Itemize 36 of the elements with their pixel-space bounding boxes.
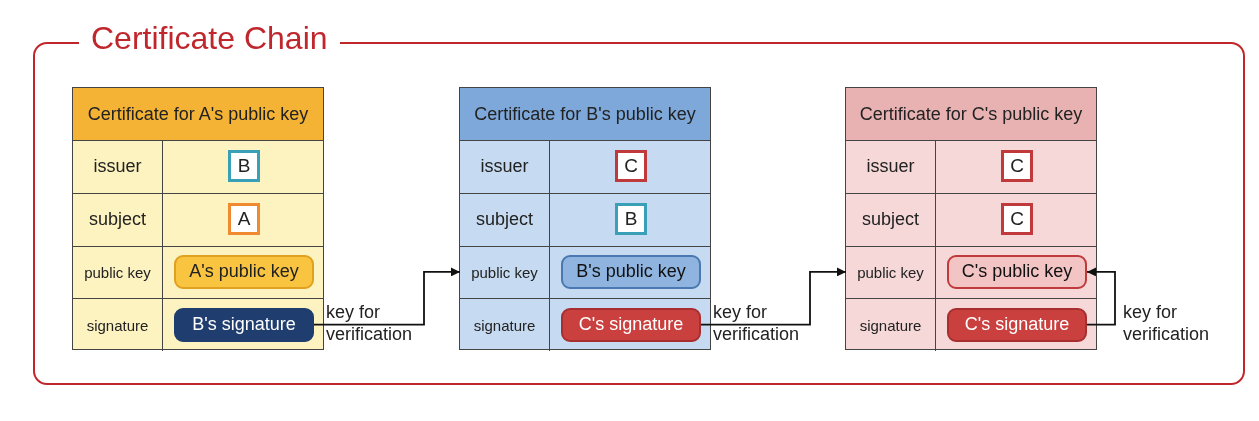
letter-box: B: [615, 203, 647, 236]
letter-box: C: [1001, 203, 1033, 236]
key-pill: B's signature: [174, 307, 314, 342]
key-pill: A's public key: [174, 254, 314, 289]
row-label: subject: [73, 192, 163, 246]
arrow: [313, 267, 461, 326]
row-label: signature: [460, 298, 550, 351]
row-label: issuer: [460, 140, 550, 193]
key-pill: C's signature: [561, 307, 701, 342]
row-label: subject: [460, 192, 550, 246]
letter-box: B: [228, 150, 260, 183]
certificate-table: [72, 87, 324, 350]
letter-box: A: [228, 203, 260, 236]
certificate-table: [845, 87, 1097, 350]
arrow: [700, 267, 847, 326]
arrow: [1086, 267, 1116, 326]
edge-label: key for verification: [326, 300, 414, 345]
row-label: issuer: [846, 140, 936, 193]
edge-label: key for verification: [713, 300, 801, 345]
row-label: subject: [846, 192, 936, 246]
row-label: signature: [73, 298, 163, 351]
row-label: public key: [846, 245, 936, 299]
certificate-heading: Certificate for A's public key: [87, 103, 309, 125]
key-pill: C's signature: [947, 307, 1087, 342]
key-pill: B's public key: [561, 254, 701, 289]
letter-box: C: [615, 150, 647, 183]
row-label: issuer: [73, 140, 163, 193]
certificate-table: [459, 87, 711, 350]
letter-box: C: [1001, 150, 1033, 183]
row-label: signature: [846, 298, 936, 351]
row-label: public key: [460, 245, 550, 299]
row-label: public key: [73, 245, 163, 299]
edge-label: key for verification: [1123, 300, 1211, 345]
certificate-heading: Certificate for C's public key: [859, 103, 1083, 125]
certificate-heading: Certificate for B's public key: [474, 103, 696, 125]
key-pill: C's public key: [947, 254, 1087, 289]
